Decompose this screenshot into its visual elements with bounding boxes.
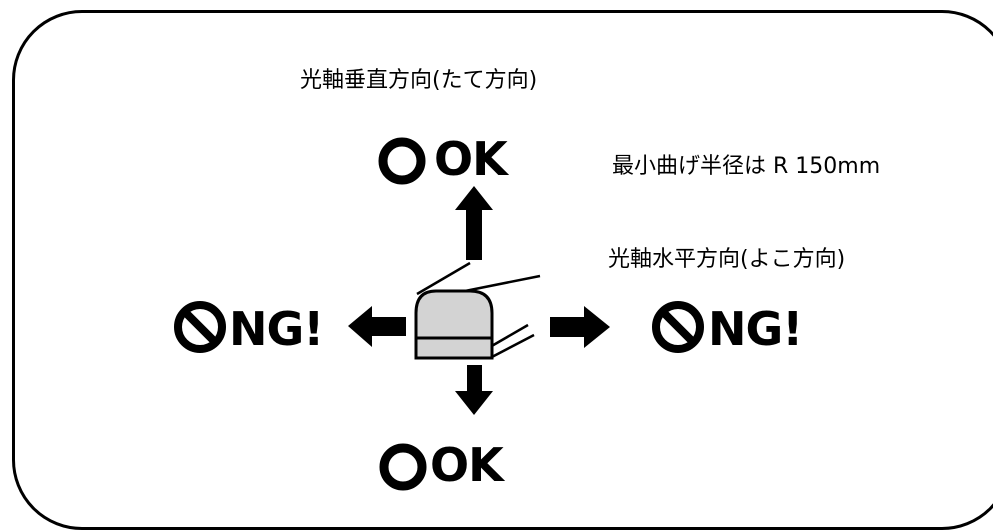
ok-bottom-label: OK [430, 438, 504, 492]
arrow-up-icon [455, 186, 493, 260]
vertical-direction-label: 光軸垂直方向(たて方向) [300, 68, 538, 93]
arrow-left-icon [348, 306, 406, 347]
ng-left-label: NG! [229, 302, 324, 356]
fiber-connector-icon [414, 261, 541, 360]
ok-circle-top-icon [378, 137, 426, 185]
min-bend-radius-label: 最小曲げ半径は R 150mm [612, 154, 881, 179]
horizontal-direction-label: 光軸水平方向(よこ方向) [608, 247, 846, 272]
arrow-down-icon [455, 365, 493, 415]
diagram-graphics [174, 137, 704, 491]
ok-top-label: OK [434, 132, 508, 186]
arrow-right-icon [550, 306, 610, 348]
prohibited-right-icon [652, 301, 704, 353]
ng-right-label: NG! [708, 302, 803, 356]
prohibited-left-icon [174, 301, 226, 353]
ok-circle-bottom-icon [379, 443, 427, 491]
diagram-frame [12, 10, 993, 530]
